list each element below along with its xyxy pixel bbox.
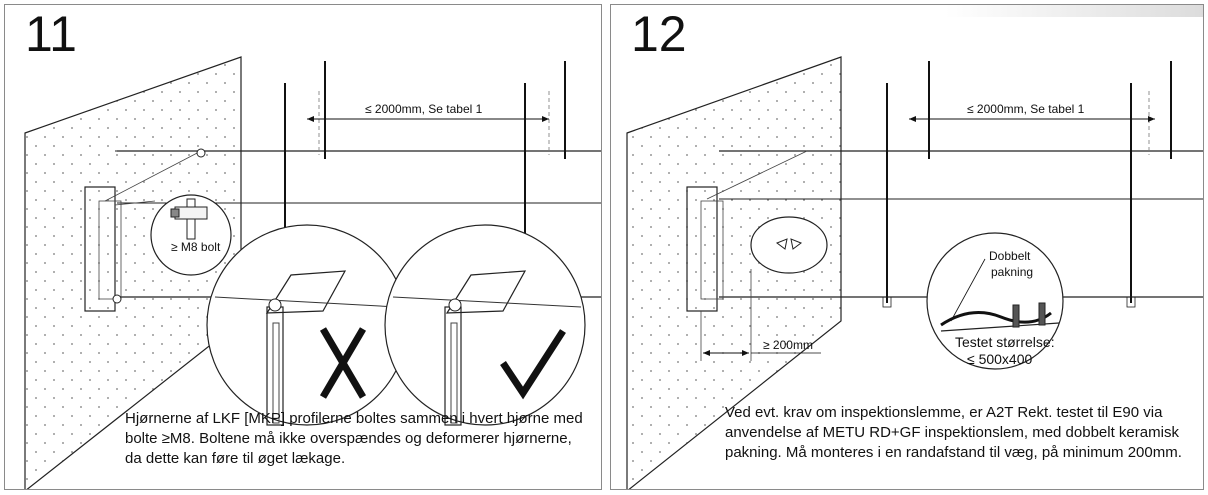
decorative-shade — [945, 5, 1203, 17]
dimension-label: ≤ 2000mm, Se tabel 1 — [365, 102, 483, 116]
wrong-detail-circle — [206, 224, 408, 426]
step-12-panel: ≤ 2000mm, Se tabel 1 ≥ 200mm Dobbelt pak… — [610, 4, 1204, 490]
step-11-drawing: ≤ 2000mm, Se tabel 1 ≥ M8 bolt — [24, 56, 601, 489]
distance-label: ≥ 200mm — [763, 338, 813, 352]
dimension-label: ≤ 2000mm, Se tabel 1 — [967, 102, 1085, 116]
correct-detail-circle — [384, 224, 586, 426]
step-caption: Ved evt. krav om inspektionslemme, er A2… — [725, 404, 1182, 461]
bolt-label: ≥ M8 bolt — [171, 240, 221, 254]
gasket-detail-circle — [926, 232, 1064, 370]
step-number: 12 — [631, 6, 687, 62]
tested-size-label: Testet størrelse: — [955, 334, 1055, 350]
gasket-label-line2: pakning — [991, 265, 1033, 279]
flange-frame — [686, 186, 718, 312]
tested-size-value: ≤ 500x400 — [967, 351, 1033, 367]
step-caption: Hjørnerne af LKF [MKP] profilerne boltes… — [125, 410, 583, 467]
step-11-panel: ≤ 2000mm, Se tabel 1 ≥ M8 bolt 11 Hjørne… — [4, 4, 602, 490]
inspection-hatch — [750, 216, 828, 274]
step-number: 11 — [25, 6, 77, 62]
wall — [626, 56, 842, 489]
gasket-label-line1: Dobbelt — [989, 249, 1031, 263]
step-12-drawing: ≤ 2000mm, Se tabel 1 ≥ 200mm Dobbelt pak… — [626, 56, 1203, 489]
correct-check-mark — [500, 329, 566, 400]
flange-frame — [84, 186, 116, 312]
